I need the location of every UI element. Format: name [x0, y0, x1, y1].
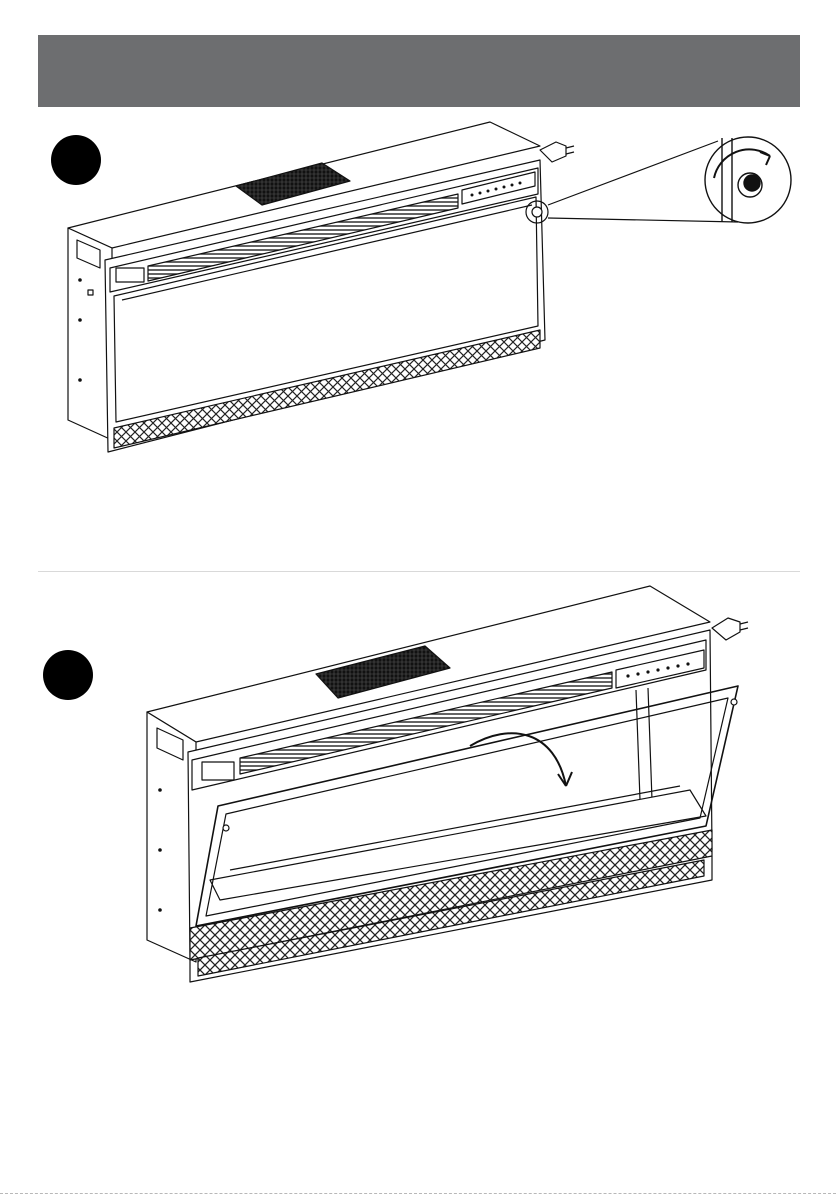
step-1-illustration [0, 115, 836, 465]
knob-detail-inset [705, 137, 791, 223]
knob-icon [532, 207, 542, 217]
power-plug-icon [540, 142, 566, 162]
step-divider [38, 571, 800, 572]
page-bottom-edge [0, 1193, 836, 1194]
power-plug-icon [712, 618, 740, 640]
section-header-bar [38, 35, 800, 107]
step-2-illustration [0, 580, 836, 990]
